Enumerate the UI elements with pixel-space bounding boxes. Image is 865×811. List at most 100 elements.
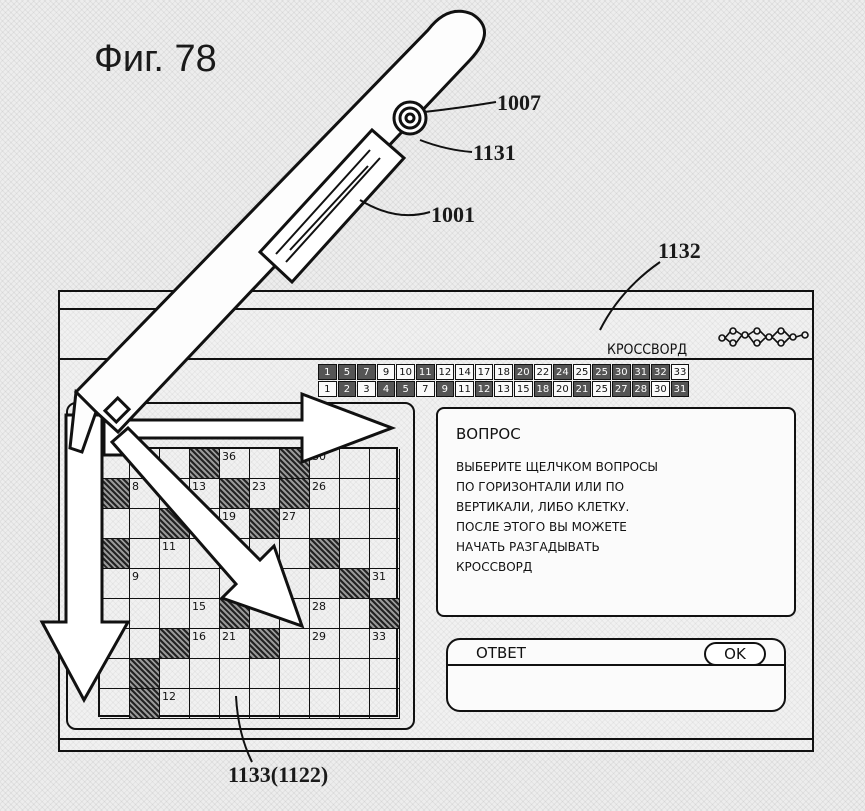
clue-number-tab[interactable]: 25 [592,364,611,380]
grid-cell[interactable]: 16 [190,629,220,659]
clue-number-tab[interactable]: 11 [455,381,474,397]
grid-cell[interactable] [280,539,310,569]
grid-cell[interactable] [190,689,220,719]
clue-number-tab[interactable]: 18 [533,381,553,397]
clue-number-tab[interactable]: 9 [435,381,455,397]
grid-cell[interactable]: 19 [220,509,250,539]
grid-cell[interactable]: 31 [370,569,400,599]
grid-cell[interactable]: 27 [280,509,310,539]
grid-cell[interactable]: 26 [310,479,340,509]
grid-cell[interactable] [160,479,190,509]
grid-cell[interactable] [280,629,310,659]
grid-cell[interactable] [370,479,400,509]
grid-cell[interactable] [220,659,250,689]
grid-cell[interactable] [340,539,370,569]
grid-cell[interactable] [190,509,220,539]
grid-cell[interactable]: 36 [220,449,250,479]
grid-cell[interactable] [160,449,190,479]
clue-number-tab[interactable]: 21 [572,381,592,397]
grid-cell[interactable] [310,509,340,539]
grid-cell[interactable] [100,509,130,539]
grid-cell[interactable] [160,659,190,689]
clue-number-tab[interactable]: 7 [357,364,376,380]
clue-number-tab[interactable]: 18 [494,364,513,380]
grid-cell[interactable] [250,659,280,689]
clue-number-tab[interactable]: 32 [651,364,670,380]
clue-number-tab[interactable]: 1 [318,364,337,380]
grid-cell[interactable] [370,509,400,539]
grid-cell[interactable]: 15 [190,599,220,629]
grid-cell[interactable] [220,569,250,599]
grid-cell[interactable] [310,659,340,689]
clue-number-tab[interactable]: 31 [670,381,690,397]
grid-cell[interactable]: 23 [250,479,280,509]
grid-cell[interactable] [130,599,160,629]
grid-cell[interactable] [280,569,310,599]
clue-number-tab[interactable]: 3 [357,381,376,397]
grid-cell[interactable] [100,599,130,629]
grid-cell[interactable] [250,689,280,719]
grid-cell[interactable]: 29 [310,629,340,659]
clue-number-tab[interactable]: 9 [376,364,396,380]
clue-number-tab[interactable]: 20 [513,364,533,380]
clue-number-tab[interactable]: 25 [572,364,592,380]
grid-cell[interactable] [100,689,130,719]
clue-number-tab[interactable]: 25 [592,381,611,397]
grid-cell[interactable] [160,569,190,599]
grid-cell[interactable] [280,659,310,689]
grid-cell[interactable]: 30 [310,449,340,479]
ok-button[interactable]: OK [704,642,766,666]
grid-cell[interactable] [220,539,250,569]
clue-number-tab[interactable]: 20 [553,381,572,397]
grid-cell[interactable] [340,659,370,689]
grid-cell[interactable] [130,629,160,659]
clue-number-tab[interactable]: 11 [415,364,435,380]
grid-cell[interactable]: 21 [220,629,250,659]
grid-cell[interactable]: 32 [250,599,280,629]
grid-cell[interactable] [340,599,370,629]
grid-cell[interactable]: 13 [190,479,220,509]
grid-cell[interactable] [190,539,220,569]
grid-cell[interactable] [130,449,160,479]
grid-cell[interactable] [100,569,130,599]
grid-cell[interactable] [340,689,370,719]
grid-cell[interactable]: 33 [370,629,400,659]
grid-cell[interactable] [310,689,340,719]
clue-number-tab[interactable]: 14 [455,364,474,380]
grid-cell[interactable] [340,479,370,509]
clue-number-tab[interactable]: 1 [318,381,337,397]
clue-number-tab[interactable]: 13 [494,381,513,397]
grid-cell[interactable] [370,539,400,569]
grid-cell[interactable]: 28 [310,599,340,629]
grid-cell[interactable] [130,509,160,539]
clue-number-tab[interactable]: 17 [474,364,494,380]
clue-number-tab[interactable]: 2 [337,381,357,397]
grid-cell[interactable] [220,689,250,719]
grid-cell[interactable]: 12 [160,689,190,719]
grid-cell[interactable] [340,449,370,479]
grid-cell[interactable] [340,509,370,539]
clue-number-tab[interactable]: 15 [513,381,533,397]
grid-cell[interactable]: 11 [160,539,190,569]
grid-cell[interactable] [340,629,370,659]
grid-cell[interactable] [190,659,220,689]
clue-number-tab[interactable]: 5 [337,364,357,380]
clue-number-tab[interactable]: 31 [631,364,651,380]
clue-number-tab[interactable]: 10 [396,364,415,380]
grid-cell[interactable] [310,569,340,599]
grid-cell[interactable] [250,569,280,599]
grid-cell[interactable] [130,539,160,569]
grid-cell[interactable] [160,599,190,629]
grid-cell[interactable] [190,569,220,599]
grid-cell[interactable]: 9 [130,569,160,599]
clue-number-tab[interactable]: 4 [376,381,396,397]
grid-cell[interactable] [250,449,280,479]
grid-cell[interactable] [100,629,130,659]
clue-number-tab[interactable]: 30 [611,364,631,380]
grid-cell[interactable] [370,689,400,719]
grid-cell[interactable] [280,599,310,629]
grid-cell[interactable] [250,539,280,569]
clue-number-tab[interactable]: 28 [631,381,651,397]
grid-cell[interactable] [100,449,130,479]
grid-cell[interactable]: 8 [130,479,160,509]
